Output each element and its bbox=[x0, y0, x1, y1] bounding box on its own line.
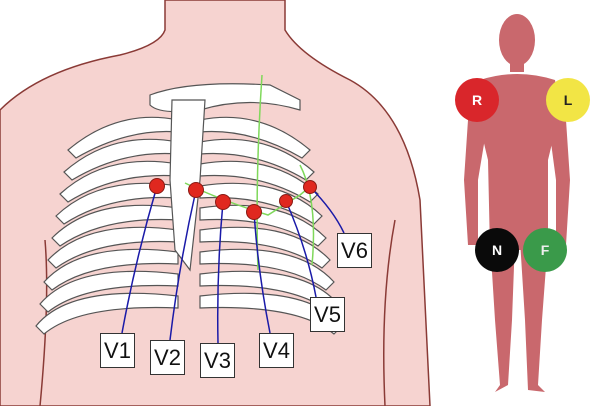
limb-electrode-l: L bbox=[546, 78, 590, 122]
lead-wire-v4 bbox=[253, 211, 271, 334]
lead-label-v4: V4 bbox=[259, 333, 294, 368]
electrode-v5 bbox=[279, 194, 293, 208]
rib bbox=[39, 270, 179, 313]
rib bbox=[47, 226, 179, 269]
limb-electrode-f: F bbox=[523, 228, 567, 272]
rib bbox=[199, 226, 331, 269]
electrode-v4 bbox=[246, 204, 262, 220]
rib bbox=[199, 182, 323, 225]
electrode-v6 bbox=[303, 180, 317, 194]
rib bbox=[199, 248, 335, 291]
rib bbox=[59, 160, 179, 203]
rib bbox=[51, 204, 179, 247]
anterior-axillary-line bbox=[299, 164, 315, 266]
lead-label-v6: V6 bbox=[337, 233, 372, 268]
electrode-v1 bbox=[149, 178, 165, 194]
electrode-v3 bbox=[215, 194, 231, 210]
limb-electrode-r: R bbox=[455, 78, 499, 122]
limb-electrode-n: N bbox=[475, 228, 519, 272]
lead-wire-v2 bbox=[169, 189, 197, 341]
rib bbox=[67, 116, 179, 159]
ribcage bbox=[35, 83, 343, 335]
lead-label-v3: V3 bbox=[200, 343, 235, 378]
rib bbox=[199, 138, 315, 181]
lead-wire-v5 bbox=[285, 200, 317, 298]
rib bbox=[199, 116, 311, 159]
rib bbox=[63, 138, 179, 181]
rib bbox=[35, 292, 179, 335]
lead-wire-v1 bbox=[121, 185, 158, 334]
lead-label-v1: V1 bbox=[100, 333, 135, 368]
rib bbox=[55, 182, 179, 225]
rib bbox=[199, 160, 319, 203]
lead-wire-v3 bbox=[216, 201, 224, 344]
lead-label-v5: V5 bbox=[310, 297, 345, 332]
lead-label-v2: V2 bbox=[150, 340, 185, 375]
electrode-v2 bbox=[188, 182, 204, 198]
